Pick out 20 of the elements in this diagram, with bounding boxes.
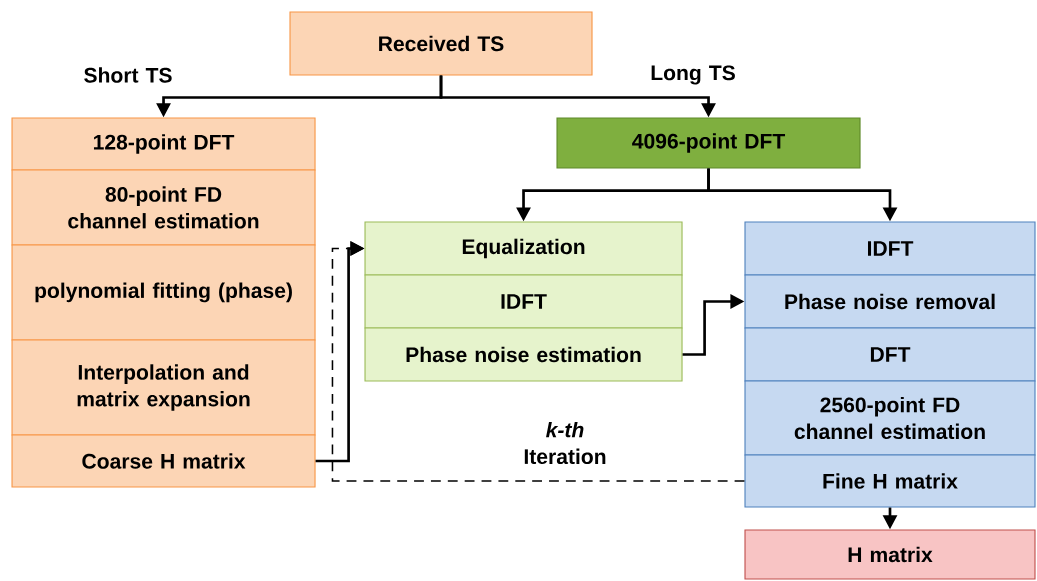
edge-label: Short TS: [84, 67, 172, 83]
process-box: 128-point DFT: [11, 117, 316, 171]
process-box: IDFT: [744, 221, 1036, 276]
process-box: 80-point FD channel estimation: [11, 169, 316, 246]
process-box: Received TS: [289, 11, 593, 76]
process-box: DFT: [744, 327, 1036, 382]
process-box: Interpolation and matrix expansion: [11, 339, 316, 436]
dashed-arrow: [331, 241, 746, 482]
process-box: Phase noise removal: [744, 274, 1036, 329]
process-box: IDFT: [364, 274, 683, 329]
edge-label: Long TS: [651, 65, 735, 85]
process-box: 2560-point FD channel estimation: [744, 380, 1036, 456]
process-box: Phase noise estimation: [364, 327, 683, 382]
process-box: Coarse H matrix: [11, 434, 316, 488]
process-box: Equalization: [364, 221, 683, 276]
process-box: polynomial fitting (phase): [11, 244, 316, 341]
process-box: Fine H matrix: [744, 454, 1036, 508]
output-box: H matrix: [744, 529, 1036, 580]
edge-label: k-th Iteration: [524, 421, 606, 465]
process-box: 4096-point DFT: [556, 117, 861, 169]
